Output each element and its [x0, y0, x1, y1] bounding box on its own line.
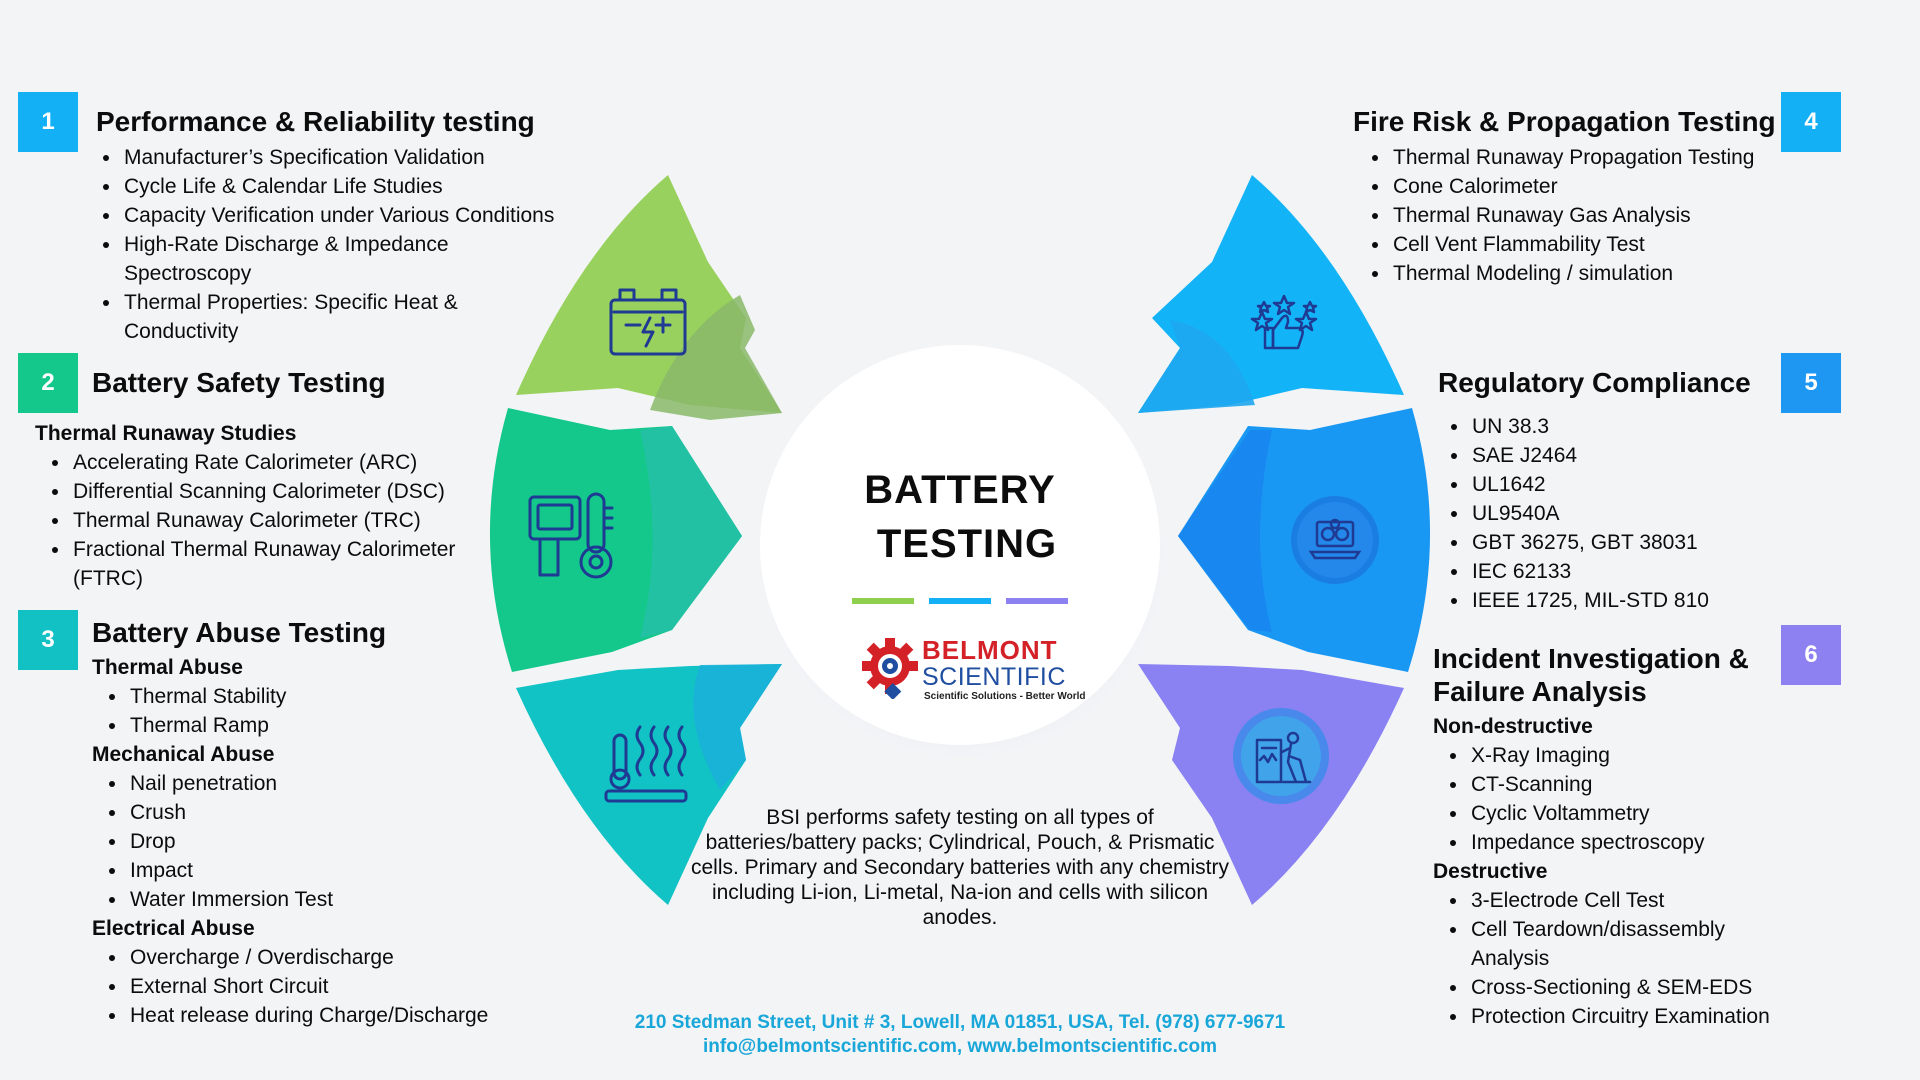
section-3-number: 3: [18, 610, 78, 670]
section-2-subheading: Thermal Runaway Studies: [35, 422, 297, 445]
list-item: Nail penetration: [128, 769, 532, 798]
list-item: Water Immersion Test: [128, 885, 532, 914]
list-item: Thermal Runaway Calorimeter (TRC): [71, 506, 495, 535]
section-4-list: Thermal Runaway Propagation Testing Cone…: [1361, 143, 1811, 288]
logo-tagline: Scientific Solutions - Better World: [924, 691, 1086, 702]
section-4-title: Fire Risk & Propagation Testing: [1353, 106, 1776, 137]
list-item: 3-Electrode Cell Test: [1469, 886, 1813, 915]
list-item: Capacity Verification under Various Cond…: [122, 201, 622, 230]
gear-eye-logo-icon: [862, 638, 918, 699]
section-6-title-line1: Incident Investigation &: [1433, 643, 1749, 674]
center-title-line2: TESTING: [876, 522, 1058, 566]
list-item: Manufacturer’s Specification Validation: [122, 143, 622, 172]
section-1-list: Manufacturer’s Specification Validation …: [92, 143, 622, 346]
section-6-groups: Non-destructive X-Ray Imaging CT-Scannin…: [1433, 712, 1813, 1031]
section-2-group: Thermal Runaway Studies Accelerating Rat…: [35, 419, 495, 593]
section-1-title: Performance & Reliability testing: [96, 106, 535, 137]
section-3-title: Battery Abuse Testing: [92, 617, 387, 648]
battery-icon: [609, 288, 687, 356]
list-item: SAE J2464: [1470, 441, 1790, 470]
petal-2-safety: [489, 408, 742, 672]
list-item: Thermal Runaway Gas Analysis: [1391, 201, 1811, 230]
section-6-number: 6: [1781, 625, 1841, 685]
section-5-number: 5: [1781, 353, 1841, 413]
list-item: IEC 62133: [1470, 557, 1790, 586]
section-6-list-destructive: 3-Electrode Cell Test Cell Teardown/disa…: [1433, 886, 1813, 1031]
section-3-list-mechanical: Nail penetration Crush Drop Impact Water…: [92, 769, 532, 914]
list-item: Thermal Modeling / simulation: [1391, 259, 1811, 288]
list-item: Crush: [128, 798, 532, 827]
list-item: IEEE 1725, MIL-STD 810: [1470, 586, 1790, 615]
logo-name-line2: SCIENTIFIC: [922, 663, 1066, 691]
list-item: Thermal Properties: Specific Heat & Cond…: [122, 288, 494, 346]
section-6-list-nondestructive: X-Ray Imaging CT-Scanning Cyclic Voltamm…: [1433, 741, 1813, 857]
list-item: Thermal Stability: [128, 682, 532, 711]
section-6-subheading-destructive: Destructive: [1433, 860, 1548, 883]
section-4-number: 4: [1781, 92, 1841, 152]
section-3-subheading-mechanical: Mechanical Abuse: [92, 743, 275, 766]
section-1-number: 1: [18, 92, 78, 152]
list-item: Fractional Thermal Runaway Calorimeter (…: [71, 535, 495, 593]
center-description: BSI performs safety testing on all types…: [690, 806, 1230, 929]
list-item: Impact: [128, 856, 532, 885]
list-item: Thermal Ramp: [128, 711, 532, 740]
list-item: Cycle Life & Calendar Life Studies: [122, 172, 622, 201]
list-item: Cell Teardown/disassembly Analysis: [1469, 915, 1761, 973]
section-3-list-electrical: Overcharge / Overdischarge External Shor…: [92, 943, 532, 1030]
stars-thumbs-up-icon: [1250, 294, 1318, 350]
footer-contact: info@belmontscientific.com, www.belmonts…: [702, 1036, 1217, 1057]
section-3-subheading-electrical: Electrical Abuse: [92, 917, 255, 940]
logo-name-line1: BELMONT: [922, 635, 1058, 665]
list-item: External Short Circuit: [128, 972, 532, 1001]
belmont-logo: BELMONT SCIENTIFIC Scientific Solutions …: [860, 633, 1086, 705]
list-item: Overcharge / Overdischarge: [128, 943, 532, 972]
section-5-title: Regulatory Compliance: [1438, 367, 1751, 398]
section-6-subheading-nondestructive: Non-destructive: [1433, 715, 1593, 738]
section-6-title: Incident Investigation & Failure Analysi…: [1433, 642, 1749, 708]
green-dash: [852, 598, 914, 604]
list-item: UN 38.3: [1470, 412, 1790, 441]
list-item: GBT 36275, GBT 38031: [1470, 528, 1790, 557]
section-2-list: Accelerating Rate Calorimeter (ARC) Diff…: [35, 448, 495, 593]
investigation-icon: [1233, 708, 1329, 804]
section-5-list: UN 38.3 SAE J2464 UL1642 UL9540A GBT 362…: [1440, 412, 1790, 615]
list-item: Cell Vent Flammability Test: [1391, 230, 1811, 259]
list-item: Impedance spectroscopy: [1469, 828, 1813, 857]
list-item: X-Ray Imaging: [1469, 741, 1813, 770]
list-item: Protection Circuitry Examination: [1469, 1002, 1813, 1031]
section-3-subheading-thermal: Thermal Abuse: [92, 656, 243, 679]
heat-element-icon: [604, 725, 688, 803]
thermometer-device-icon: [528, 492, 614, 579]
section-3-groups: Thermal Abuse Thermal Stability Thermal …: [92, 653, 532, 1030]
footer: 210 Stedman Street, Unit # 3, Lowell, MA…: [560, 1011, 1360, 1059]
list-item: Cone Calorimeter: [1391, 172, 1811, 201]
petal-1-performance: [516, 175, 782, 420]
list-item: Cross-Sectioning & SEM-EDS: [1469, 973, 1813, 1002]
center-title-line1: BATTERY: [864, 468, 1056, 512]
section-6-title-line2: Failure Analysis: [1433, 676, 1647, 707]
list-item: Cyclic Voltammetry: [1469, 799, 1813, 828]
footer-address: 210 Stedman Street, Unit # 3, Lowell, MA…: [634, 1012, 1286, 1033]
list-item: UL9540A: [1470, 499, 1790, 528]
section-2-title: Battery Safety Testing: [92, 367, 386, 398]
blue-dash: [929, 598, 991, 604]
center-circle: [760, 345, 1160, 745]
section-2-number: 2: [18, 353, 78, 413]
compliance-laptop-icon: [1291, 496, 1379, 584]
list-item: Accelerating Rate Calorimeter (ARC): [71, 448, 495, 477]
center-title: BATTERY TESTING: [820, 463, 1100, 571]
list-item: Differential Scanning Calorimeter (DSC): [71, 477, 495, 506]
list-item: Drop: [128, 827, 532, 856]
list-item: UL1642: [1470, 470, 1790, 499]
list-item: Thermal Runaway Propagation Testing: [1391, 143, 1811, 172]
list-item: High-Rate Discharge & Impedance Spectros…: [122, 230, 494, 288]
petal-4-fire: [1138, 175, 1404, 413]
section-3-list-thermal: Thermal Stability Thermal Ramp: [92, 682, 532, 740]
list-item: Heat release during Charge/Discharge: [128, 1001, 532, 1030]
petal-3-abuse: [516, 664, 782, 905]
violet-dash: [1006, 598, 1068, 604]
list-item: CT-Scanning: [1469, 770, 1813, 799]
